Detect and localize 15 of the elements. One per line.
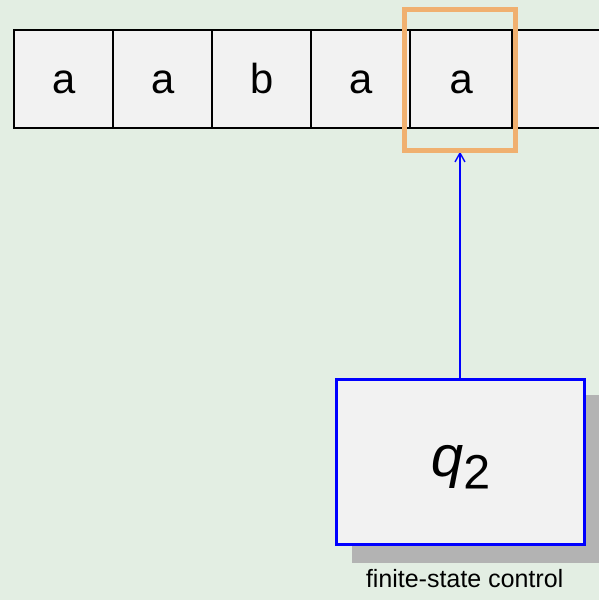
- tape-cell: [211, 29, 312, 129]
- tape-cell: [310, 29, 411, 129]
- tape-symbol: a: [150, 58, 174, 100]
- state-label: q$_{2}$: [430, 428, 490, 496]
- empty-tape-cell: [518, 29, 599, 129]
- tape-symbol: a: [449, 58, 473, 100]
- tape-symbol: b: [250, 58, 274, 100]
- tape-cell: [409, 29, 513, 129]
- tape-symbol: a: [348, 58, 372, 100]
- head-frame: [402, 7, 518, 153]
- arrow: [454, 152, 466, 378]
- tape-symbol: a: [52, 58, 76, 100]
- node-label: finite-state control: [366, 565, 564, 594]
- tape-cell: [112, 29, 213, 129]
- tape-cell: [13, 29, 114, 129]
